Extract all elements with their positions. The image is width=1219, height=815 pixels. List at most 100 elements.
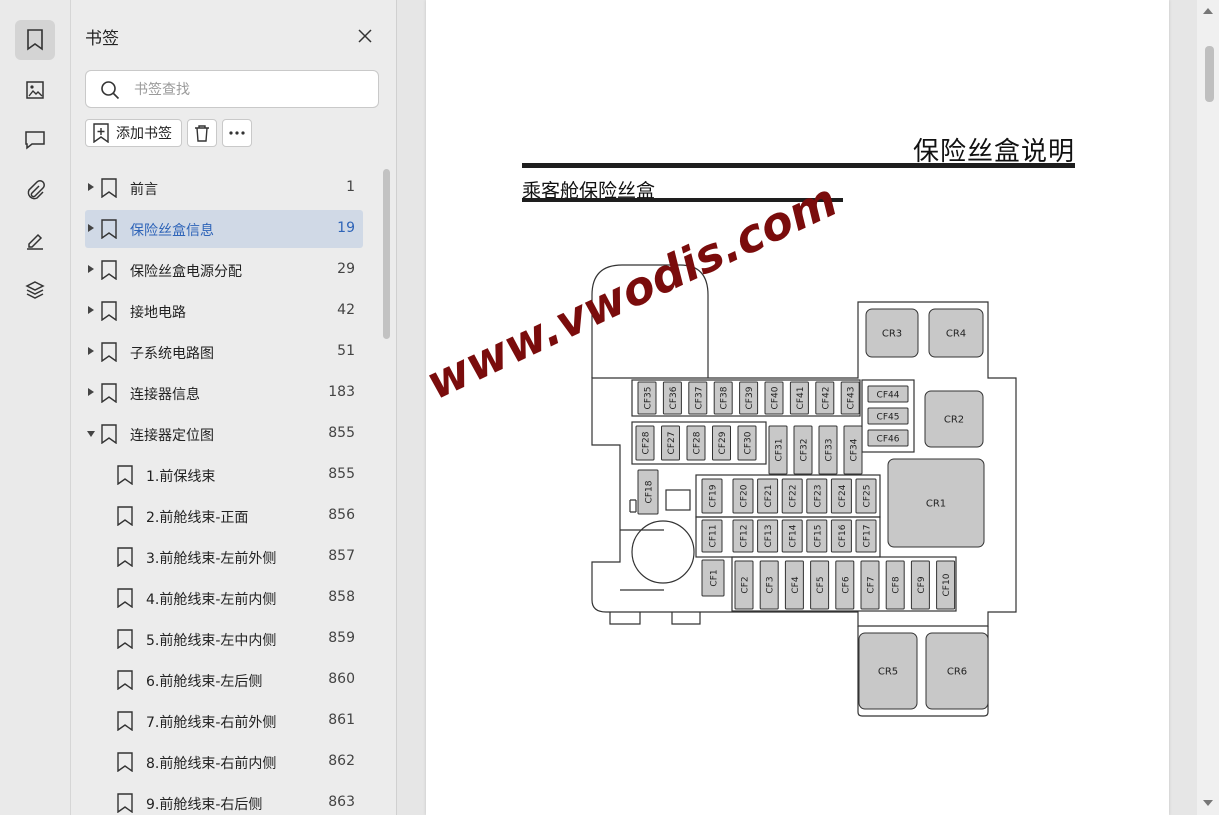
svg-text:CF46: CF46 — [877, 435, 900, 445]
bookmark-page-number: 857 — [328, 548, 355, 564]
fuse: CF11 — [701, 519, 723, 553]
svg-text:CF3: CF3 — [766, 576, 776, 593]
thumbnail-icon[interactable] — [15, 70, 55, 110]
close-panel-button[interactable] — [351, 22, 379, 50]
doc-subtitle: 乘客舱保险丝盒 — [522, 180, 656, 202]
caret-right-icon[interactable] — [88, 224, 94, 232]
svg-text:CF22: CF22 — [789, 485, 799, 508]
svg-text:CF14: CF14 — [789, 524, 799, 547]
watermark: www.vwodis.com — [426, 172, 845, 410]
bookmark-icon — [100, 260, 118, 284]
add-bookmark-button[interactable]: 添加书签 — [85, 119, 182, 147]
relay: CR3 — [865, 308, 919, 358]
bookmark-label: 7.前舱线束-右前外侧 — [146, 715, 277, 731]
comment-icon[interactable] — [15, 120, 55, 160]
svg-text:CF6: CF6 — [841, 576, 851, 593]
bookmark-page-number: 859 — [328, 630, 355, 646]
panel-title: 书签 — [85, 29, 119, 49]
svg-text:CR1: CR1 — [926, 499, 946, 510]
fuse: CF7 — [860, 560, 880, 610]
fuse: CF39 — [739, 381, 759, 415]
title-rule — [522, 163, 1075, 168]
svg-text:CF35: CF35 — [644, 387, 654, 410]
svg-text:CR3: CR3 — [882, 329, 902, 340]
page-scrollbar[interactable] — [1197, 0, 1219, 815]
fuse: CF19 — [701, 478, 723, 514]
fuse: CF4 — [784, 560, 804, 610]
svg-text:CR6: CR6 — [947, 667, 967, 678]
fuse: CF24 — [830, 478, 852, 514]
fuse: CF6 — [835, 560, 855, 610]
bookmark-icon — [100, 424, 118, 448]
bookmark-icon — [100, 178, 118, 202]
fuse-box-outline — [591, 264, 1017, 717]
signature-icon[interactable] — [15, 220, 55, 260]
bookmark-icon — [100, 383, 118, 407]
bookmark-list-scrollbar[interactable] — [383, 169, 390, 339]
bookmark-item[interactable]: 5.前舱线束-左中内侧 859 — [85, 620, 363, 658]
fuse: CF18 — [637, 469, 659, 515]
svg-text:CF27: CF27 — [667, 432, 677, 455]
caret-right-icon[interactable] — [88, 183, 94, 191]
fuse: CF34 — [843, 425, 863, 475]
svg-text:CF41: CF41 — [796, 387, 806, 410]
bookmark-icon[interactable] — [15, 20, 55, 60]
svg-text:CF42: CF42 — [821, 387, 831, 410]
svg-text:CF19: CF19 — [709, 484, 719, 507]
fuse: CF10 — [936, 560, 956, 610]
svg-text:CF32: CF32 — [800, 439, 810, 462]
watermark-text: www.vwodis.com — [426, 172, 845, 410]
svg-text:CF13: CF13 — [764, 525, 774, 548]
svg-text:CF29: CF29 — [718, 431, 728, 454]
svg-text:CF4: CF4 — [791, 576, 801, 593]
bookmark-icon — [116, 588, 134, 612]
caret-right-icon[interactable] — [88, 388, 94, 396]
caret-down-icon[interactable] — [87, 431, 95, 437]
bookmark-icon — [116, 506, 134, 530]
bookmark-page-number: 183 — [328, 384, 355, 400]
svg-text:CF31: CF31 — [775, 439, 785, 462]
bookmark-search-input[interactable] — [132, 78, 366, 102]
fuse: CF35 — [637, 381, 657, 415]
caret-right-icon[interactable] — [88, 347, 94, 355]
bookmark-icon — [116, 711, 134, 735]
fuse: CF23 — [806, 478, 828, 514]
page-scrollbar-thumb[interactable] — [1205, 46, 1214, 102]
svg-text:CF36: CF36 — [669, 386, 679, 409]
delete-bookmark-button[interactable] — [187, 119, 217, 147]
bookmark-page-number: 855 — [328, 425, 355, 441]
layers-icon[interactable] — [15, 270, 55, 310]
bookmark-label: 前言 — [130, 182, 158, 198]
bookmark-page-number: 856 — [328, 507, 355, 523]
caret-right-icon[interactable] — [88, 265, 94, 273]
svg-text:CF20: CF20 — [740, 484, 750, 507]
svg-text:CF34: CF34 — [850, 438, 860, 461]
svg-text:CF44: CF44 — [877, 391, 900, 401]
svg-text:CF28: CF28 — [642, 431, 652, 454]
subtitle-rule — [522, 198, 843, 202]
svg-text:CF28: CF28 — [693, 431, 703, 454]
svg-text:CF11: CF11 — [709, 525, 719, 548]
fuse: CF13 — [757, 519, 779, 553]
caret-right-icon[interactable] — [88, 306, 94, 314]
bookmark-label: 5.前舱线束-左中内侧 — [146, 633, 277, 649]
attachment-icon[interactable] — [15, 170, 55, 210]
more-options-button[interactable] — [222, 119, 252, 147]
